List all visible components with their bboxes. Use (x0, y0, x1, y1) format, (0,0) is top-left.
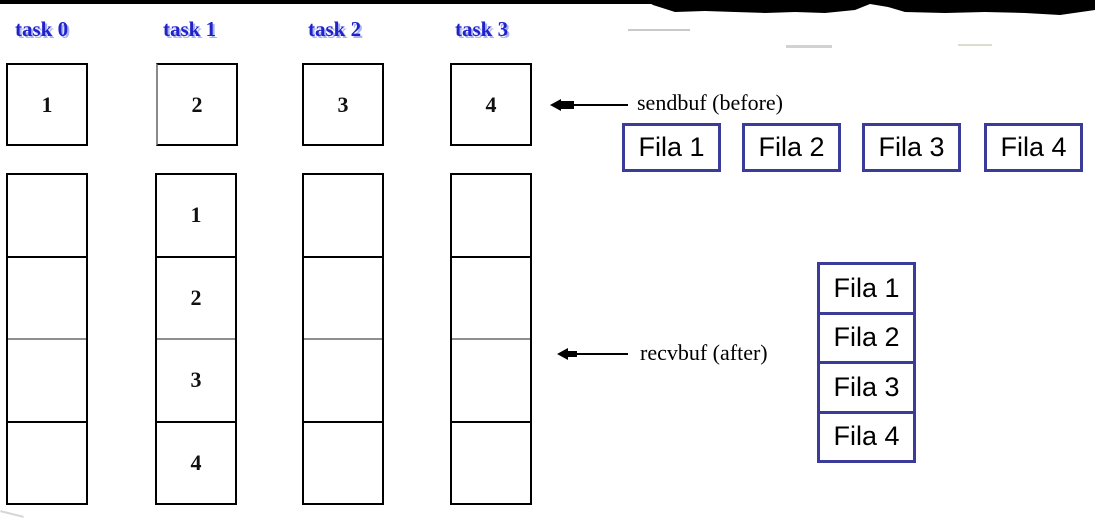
sendbuf-cell-task1: 2 (156, 63, 238, 146)
top-black-bar (0, 0, 652, 4)
fila-stack-cell-4: Fila 4 (820, 410, 913, 461)
sendbuf-cell-task2: 3 (302, 63, 384, 146)
recvbuf-cell (304, 420, 382, 504)
fila-stack-cell-1: Fila 1 (833, 272, 900, 303)
sendbuf-arrow-line (558, 104, 628, 106)
fila-row-box-4: Fila 4 (984, 123, 1083, 172)
recvbuf-column-task3 (450, 173, 532, 505)
recvbuf-cell (304, 255, 382, 339)
recvbuf-column-task0 (6, 173, 88, 505)
sendbuf-cell-task0: 1 (6, 63, 88, 146)
fila-stack-cell-3: Fila 3 (820, 361, 913, 411)
ink-blob-top-right (645, 0, 1095, 15)
fila-row-box-3: Fila 3 (862, 123, 961, 172)
recvbuf-label: recvbuf (after) (640, 340, 768, 365)
recvbuf-column-task2 (302, 173, 384, 505)
recvbuf-arrow-head (557, 348, 568, 360)
smudge-mark (0, 510, 24, 518)
recvbuf-cell (304, 175, 382, 256)
recvbuf-column-task1: 1 2 3 4 (155, 173, 237, 505)
task-3-label: task 3 (455, 17, 509, 41)
recvbuf-cell (304, 338, 382, 421)
recvbuf-cell: 4 (157, 420, 235, 504)
recvbuf-cell: 2 (157, 255, 235, 339)
recvbuf-cell (452, 255, 530, 339)
fila-stack: Fila 1 Fila 2 Fila 3 Fila 4 (817, 262, 916, 463)
recvbuf-cell (8, 338, 86, 421)
recvbuf-cell (8, 175, 86, 256)
recvbuf-cell (452, 338, 530, 421)
recvbuf-cell (8, 255, 86, 339)
task-2-label: task 2 (308, 17, 362, 41)
recvbuf-cell: 3 (157, 338, 235, 421)
sendbuf-cell-task3: 4 (450, 63, 532, 146)
recvbuf-cell (452, 420, 530, 504)
fila-row-box-1: Fila 1 (622, 123, 721, 172)
recvbuf-cell (8, 420, 86, 504)
sendbuf-label: sendbuf (before) (637, 90, 783, 115)
task-1-label: task 1 (163, 17, 217, 41)
fila-row-box-2: Fila 2 (742, 123, 841, 172)
task-0-label: task 0 (15, 17, 69, 41)
smudge-mark (958, 44, 992, 46)
fila-stack-cell-2: Fila 2 (820, 311, 913, 362)
recvbuf-arrow-line (565, 353, 628, 355)
recvbuf-cell (452, 175, 530, 256)
smudge-mark (628, 29, 690, 31)
sendbuf-arrow-head (550, 99, 561, 111)
recvbuf-cell: 1 (190, 202, 202, 228)
smudge-mark (786, 45, 832, 48)
